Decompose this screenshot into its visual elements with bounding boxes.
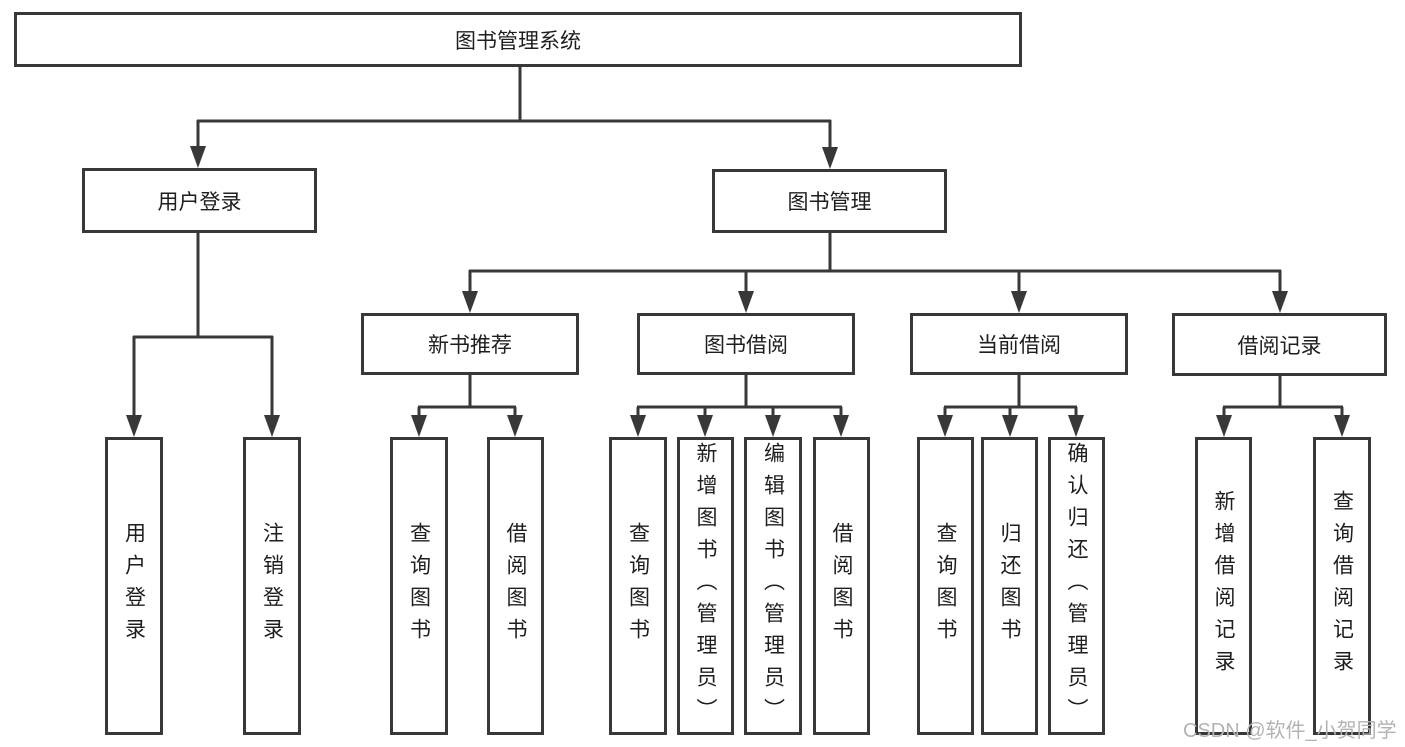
leaf-borrow-books-2-label: 借阅图书 <box>830 522 853 650</box>
leaf-edit-books-admin: 编辑图书（管理员） <box>744 437 802 735</box>
leaf-user-login-label: 用户登录 <box>122 522 146 650</box>
leaf-borrow-books-1: 借阅图书 <box>487 437 544 735</box>
node-root-label: 图书管理系统 <box>455 29 581 53</box>
node-book-borrow-label: 图书借阅 <box>704 334 788 357</box>
leaf-add-books-admin: 新增图书（管理员） <box>677 437 734 735</box>
leaf-query-books-2: 查询图书 <box>609 437 667 735</box>
leaf-logout: 注销登录 <box>243 437 301 735</box>
leaf-return-books: 归还图书 <box>981 437 1038 735</box>
leaf-return-books-label: 归还图书 <box>998 522 1021 650</box>
watermark: CSDN @软件_小贺同学 <box>1183 720 1397 742</box>
node-borrow-records: 借阅记录 <box>1172 313 1387 376</box>
node-current-borrow: 当前借阅 <box>910 313 1128 375</box>
node-current-borrow-label: 当前借阅 <box>977 334 1061 357</box>
leaf-query-books-1: 查询图书 <box>390 437 448 735</box>
leaf-confirm-return-admin: 确认归还（管理员） <box>1048 437 1105 735</box>
leaf-add-books-admin-label: 新增图书（管理员） <box>694 442 717 730</box>
leaf-query-borrow-record: 查询借阅记录 <box>1313 437 1371 735</box>
leaf-borrow-books-1-label: 借阅图书 <box>504 522 527 650</box>
leaf-query-borrow-record-label: 查询借阅记录 <box>1330 490 1354 682</box>
node-user-login-label: 用户登录 <box>157 190 242 214</box>
leaf-query-books-2-label: 查询图书 <box>626 522 650 650</box>
node-user-login: 用户登录 <box>82 168 317 233</box>
leaf-user-login: 用户登录 <box>105 437 163 735</box>
leaf-query-books-1-label: 查询图书 <box>407 522 431 650</box>
leaf-borrow-books-2: 借阅图书 <box>813 437 870 735</box>
node-new-book-recommend-label: 新书推荐 <box>428 334 512 357</box>
node-book-borrow: 图书借阅 <box>637 313 855 375</box>
node-book-management-label: 图书管理 <box>787 191 872 214</box>
leaf-add-borrow-record-label: 新增借阅记录 <box>1212 490 1235 682</box>
leaf-edit-books-admin-label: 编辑图书（管理员） <box>761 442 785 730</box>
node-book-management: 图书管理 <box>712 169 947 233</box>
leaf-confirm-return-admin-label: 确认归还（管理员） <box>1065 442 1088 730</box>
leaf-query-books-3: 查询图书 <box>917 437 974 735</box>
leaf-logout-label: 注销登录 <box>260 522 284 650</box>
node-root: 图书管理系统 <box>14 12 1022 67</box>
leaf-query-books-3-label: 查询图书 <box>934 522 957 650</box>
leaf-add-borrow-record: 新增借阅记录 <box>1195 437 1252 735</box>
node-new-book-recommend: 新书推荐 <box>361 313 579 375</box>
node-borrow-records-label: 借阅记录 <box>1237 334 1322 358</box>
